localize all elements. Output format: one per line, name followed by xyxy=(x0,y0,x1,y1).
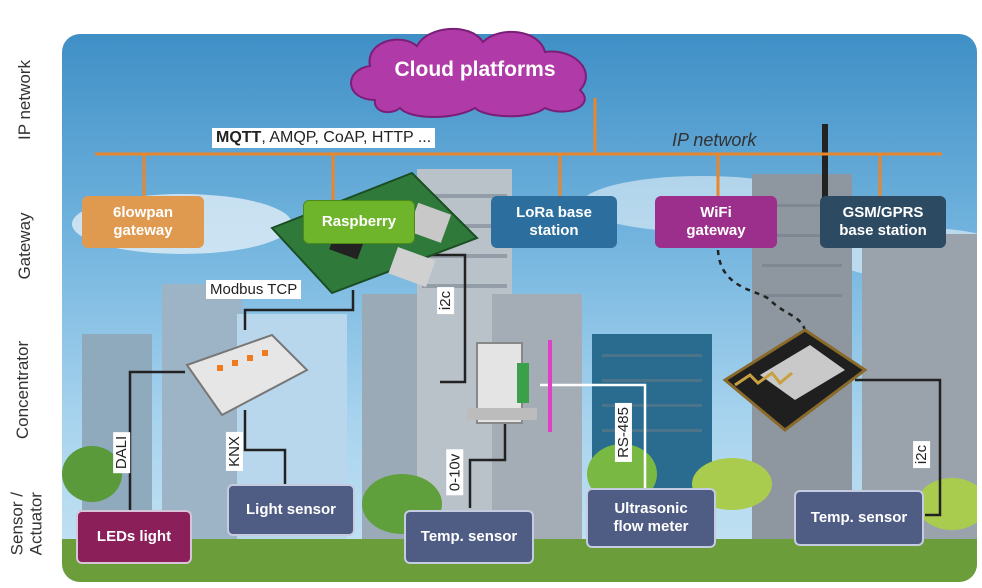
sensor-ultrasonic-flow-meter[interactable]: Ultrasonic flow meter xyxy=(586,488,716,548)
gateway-wifi[interactable]: WiFi gateway xyxy=(655,196,777,248)
link-0-10v: 0-10v xyxy=(446,449,464,496)
protocol-list: , AMQP, CoAP, HTTP ... xyxy=(261,129,432,146)
link-i2c-top: i2c xyxy=(437,286,455,315)
gateway-raspberry[interactable]: Raspberry xyxy=(303,200,415,244)
ip-network-label: IP network xyxy=(672,130,757,150)
wago-controller-device xyxy=(185,333,309,417)
sensor-light[interactable]: Light sensor xyxy=(227,484,355,536)
gateway-lora-base-station[interactable]: LoRa base station xyxy=(491,196,617,248)
link-knx: KNX xyxy=(225,432,243,471)
cloud-platforms-label: Cloud platforms xyxy=(394,58,556,81)
protocol-mqtt: MQTT xyxy=(216,129,262,146)
link-modbus-tcp: Modbus TCP xyxy=(206,280,302,299)
din-rail-module xyxy=(467,342,537,424)
protocols-label: MQTT, AMQP, CoAP, HTTP ... xyxy=(212,128,436,148)
sensor-temp-center[interactable]: Temp. sensor xyxy=(404,510,534,564)
actuator-leds-light[interactable]: LEDs light xyxy=(76,510,192,564)
link-i2c-right: i2c xyxy=(913,440,931,469)
link-rs-485: RS-485 xyxy=(614,403,632,462)
gateway-6lowpan[interactable]: 6lowpan gateway xyxy=(82,196,204,248)
sensor-temp-right[interactable]: Temp. sensor xyxy=(794,490,924,546)
esp32-module xyxy=(722,328,868,432)
gateway-gsm-gprs[interactable]: GSM/GPRS base station xyxy=(820,196,946,248)
cloud-shape xyxy=(350,28,587,118)
link-dali: DALI xyxy=(113,431,131,474)
